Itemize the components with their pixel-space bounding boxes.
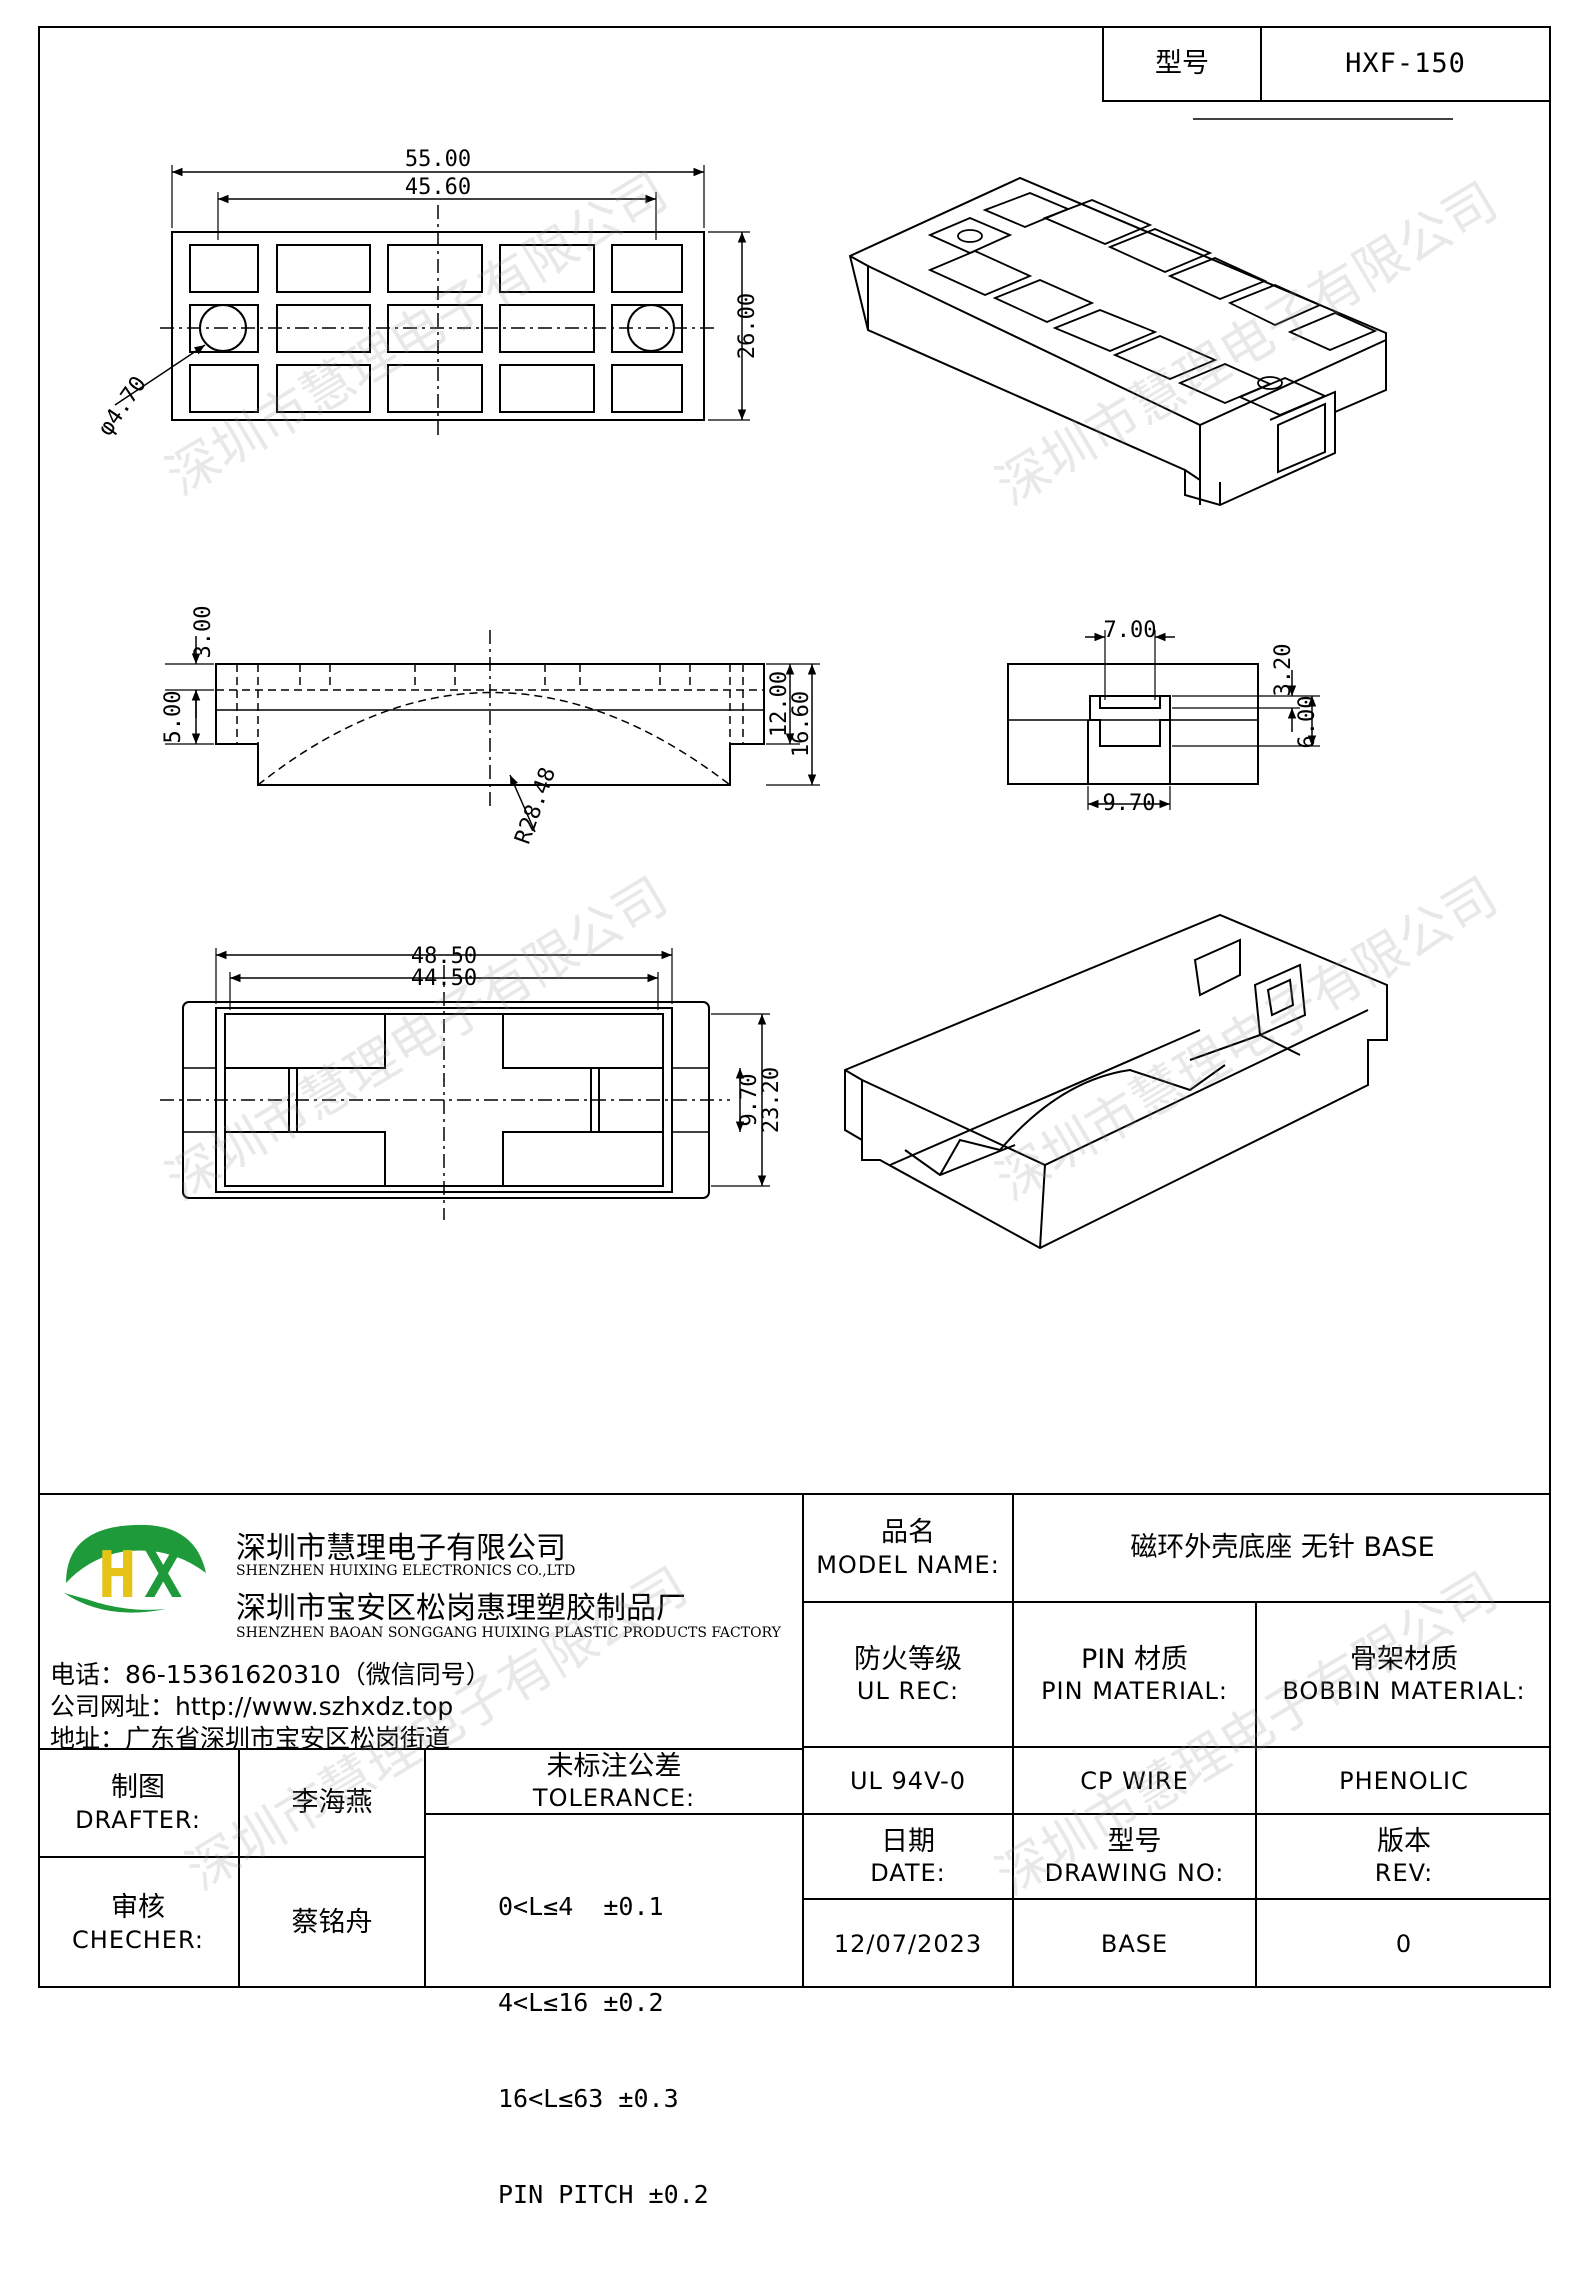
rev-label-en: REV: bbox=[1374, 1859, 1434, 1888]
tolerance-label-cn: 未标注公差 bbox=[546, 1750, 682, 1782]
checker-label-en: CHECHER: bbox=[72, 1925, 204, 1954]
pin-material-label-en: PIN MATERIAL: bbox=[1041, 1677, 1228, 1706]
svg-text:X: X bbox=[144, 1539, 183, 1613]
company-logo: H X bbox=[64, 1524, 206, 1613]
company-website: 公司网址：http://www.szhxdz.top bbox=[50, 1692, 454, 1721]
dim-side-left-height: 5.00 bbox=[161, 691, 186, 744]
technical-drawings: 55.00 45.60 26.00 φ4.70 3.00 5.00 12.00 … bbox=[93, 118, 1453, 1250]
ul-rec-value: UL 94V-0 bbox=[804, 1748, 1014, 1815]
model-header-value: HXF-150 bbox=[1345, 48, 1466, 80]
drafter-label-en: DRAFTER: bbox=[75, 1805, 201, 1834]
model-header-box: 型号 HXF-150 bbox=[1102, 26, 1551, 102]
checker-name: 蔡铭舟 bbox=[240, 1858, 426, 1988]
divider bbox=[802, 1495, 804, 1988]
company-name-cn: 深圳市慧理电子有限公司 bbox=[236, 1531, 566, 1566]
dim-top-inner-width: 45.60 bbox=[405, 175, 471, 200]
rev-value: 0 bbox=[1395, 1930, 1413, 1958]
dim-top-outer-width: 55.00 bbox=[405, 147, 471, 172]
company-phone: 电话：86-15361620310（微信同号） bbox=[50, 1660, 491, 1689]
dim-bottom-inner-width: 44.50 bbox=[411, 966, 477, 991]
dim-side-radius: R28.48 bbox=[511, 764, 562, 847]
pin-material-label-cn: PIN 材质 bbox=[1080, 1643, 1189, 1675]
pin-material-label: PIN 材质 PIN MATERIAL: bbox=[1014, 1603, 1257, 1748]
ul-rec-label-cn: 防火等级 bbox=[854, 1643, 962, 1675]
tolerance-row: 16<L≤63 ±0.3 bbox=[498, 2084, 679, 2113]
drafter-label: 制图 DRAFTER: bbox=[38, 1750, 240, 1858]
drafter-label-cn: 制图 bbox=[111, 1772, 165, 1804]
dim-end-bottom-width: 9.70 bbox=[1103, 791, 1156, 816]
top-view bbox=[114, 165, 750, 440]
model-name-value: 磁环外壳底座 无针 BASE bbox=[1014, 1495, 1551, 1603]
dim-hole-diameter: φ4.70 bbox=[93, 372, 151, 441]
tolerance-row: 4<L≤16 ±0.2 bbox=[498, 1988, 664, 2017]
dim-end-slot-total: 6.00 bbox=[1295, 696, 1320, 749]
title-block: H X 深圳市慧理电子有限公司 SHENZHEN HUIXING ELECTRO… bbox=[38, 1493, 1551, 2209]
ul-rec-label-en: UL REC: bbox=[856, 1677, 960, 1706]
drafter-name: 李海燕 bbox=[240, 1750, 426, 1858]
drawing-no-label-cn: 型号 bbox=[1107, 1825, 1162, 1857]
date-label-en: DATE: bbox=[870, 1859, 946, 1888]
rev-label-cn: 版本 bbox=[1377, 1825, 1431, 1857]
tolerance-row: PIN PITCH ±0.2 bbox=[498, 2180, 709, 2209]
dim-bottom-outer-height: 23.20 bbox=[759, 1067, 784, 1133]
factory-name-en: SHENZHEN BAOAN SONGGANG HUIXING PLASTIC … bbox=[236, 1625, 781, 1641]
dim-end-slot-width: 7.00 bbox=[1104, 618, 1157, 643]
drawing-no-label-en: DRAWING NO: bbox=[1044, 1859, 1225, 1888]
dim-side-total-height: 16.60 bbox=[789, 691, 814, 757]
bottom-isometric-view bbox=[844, 913, 1388, 1250]
model-header-label: 型号 bbox=[1104, 28, 1262, 100]
ul-rec-label: 防火等级 UL REC: bbox=[804, 1603, 1014, 1748]
top-isometric-view bbox=[848, 176, 1387, 507]
tolerance-label: 未标注公差 TOLERANCE: bbox=[426, 1750, 802, 1815]
rev-label: 版本 REV: bbox=[1257, 1815, 1551, 1900]
bobbin-material-label-cn: 骨架材质 bbox=[1350, 1643, 1458, 1675]
pin-material-value: CP WIRE bbox=[1014, 1748, 1257, 1815]
bottom-view bbox=[160, 948, 770, 1220]
dim-end-slot-depth: 3.20 bbox=[1271, 644, 1296, 697]
end-view bbox=[1007, 630, 1320, 810]
side-view bbox=[165, 630, 820, 833]
company-name-en: SHENZHEN HUIXING ELECTRONICS CO.,LTD bbox=[236, 1563, 576, 1579]
model-name-label-cn: 品名 bbox=[881, 1517, 935, 1549]
dim-bottom-outer-width: 48.50 bbox=[411, 944, 477, 969]
tolerance-list: 0<L≤4 ±0.1 4<L≤16 ±0.2 16<L≤63 ±0.3 PIN … bbox=[498, 1827, 709, 2275]
dim-side-inner-height: 12.00 bbox=[767, 671, 792, 737]
factory-name-cn: 深圳市宝安区松岗惠理塑胶制品厂 bbox=[236, 1591, 686, 1626]
bobbin-material-value: PHENOLIC bbox=[1257, 1748, 1551, 1815]
checker-label: 审核 CHECHER: bbox=[38, 1858, 240, 1988]
date-value: 12/07/2023 bbox=[804, 1900, 1014, 1988]
tolerance-label-en: TOLERANCE: bbox=[532, 1784, 696, 1813]
date-label-cn: 日期 bbox=[881, 1825, 935, 1857]
divider bbox=[38, 1748, 804, 1750]
dim-top-height: 26.00 bbox=[735, 293, 760, 359]
checker-label-cn: 审核 bbox=[111, 1892, 165, 1924]
model-name-label-en: MODEL NAME: bbox=[816, 1550, 1000, 1579]
bobbin-material-label-en: BOBBIN MATERIAL: bbox=[1282, 1677, 1526, 1706]
drawing-no-value: BASE bbox=[1014, 1900, 1257, 1988]
bobbin-material-label: 骨架材质 BOBBIN MATERIAL: bbox=[1257, 1603, 1551, 1748]
drawing-sheet bbox=[38, 26, 1551, 1988]
dim-side-top-step: 3.00 bbox=[191, 606, 216, 659]
model-name-label: 品名 MODEL NAME: bbox=[804, 1495, 1014, 1603]
dim-bottom-inner-height: 9.70 bbox=[737, 1074, 762, 1127]
tolerance-row: 0<L≤4 ±0.1 bbox=[498, 1892, 664, 1921]
drawing-no-label: 型号 DRAWING NO: bbox=[1014, 1815, 1257, 1900]
date-label: 日期 DATE: bbox=[804, 1815, 1014, 1900]
svg-text:H: H bbox=[98, 1539, 137, 1613]
